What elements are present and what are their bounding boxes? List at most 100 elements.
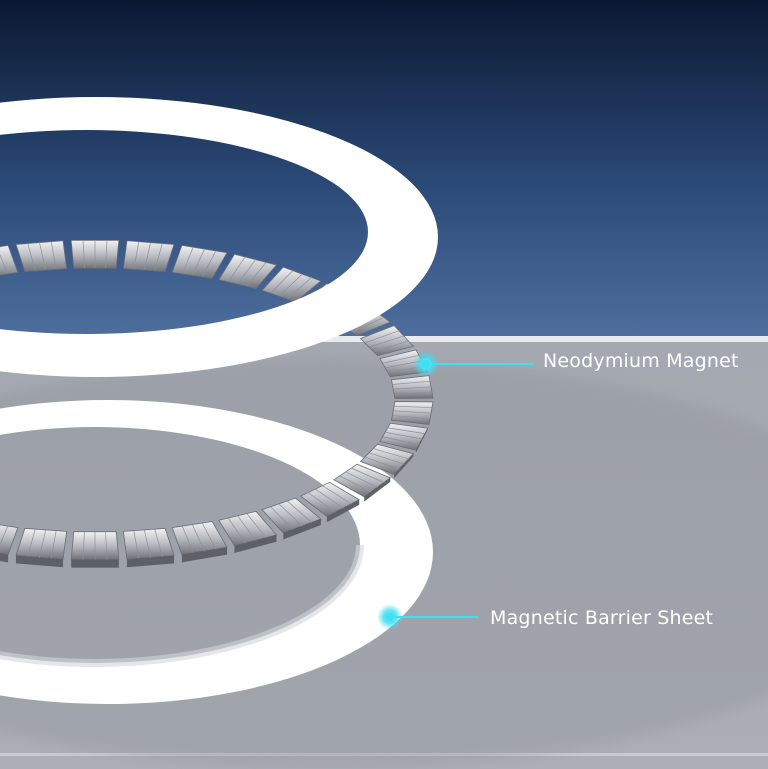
- magnetic-barrier-sheet-label: Magnetic Barrier Sheet: [490, 607, 714, 629]
- magnet-segment: [122, 240, 175, 273]
- magnet-segment: [218, 510, 278, 554]
- magnet-segment: [122, 527, 175, 568]
- magnet-segment-groove: [192, 524, 206, 552]
- magnet-segment-edge: [283, 519, 321, 540]
- magnet-segment-groove: [50, 241, 57, 270]
- magnet-segment-groove: [393, 410, 432, 414]
- magnet-segment-groove: [279, 503, 303, 527]
- magnet-segment-groove: [144, 242, 151, 270]
- barrier-callout-dot: [385, 612, 395, 622]
- magnet-segment-groove: [388, 427, 426, 435]
- magnet-segment: [391, 401, 434, 426]
- magnet-segment-groove: [154, 243, 163, 271]
- magnet-segment-groove: [340, 475, 372, 493]
- magnet-segment-groove: [39, 242, 46, 270]
- magnet-segment-groove: [246, 513, 267, 539]
- magnet-segment-groove: [322, 485, 352, 505]
- magnet-segment-groove: [279, 273, 303, 297]
- barrier-callout: [377, 604, 478, 630]
- magnet-segment-groove: [351, 316, 385, 333]
- magnet-segment-groove: [392, 380, 431, 385]
- magnet-segment-edge: [181, 547, 228, 563]
- magnet-segment: [0, 244, 19, 276]
- magnet-segment-face: [333, 463, 392, 498]
- magnet-segment-face: [122, 240, 175, 273]
- magnet-segment-groove: [385, 432, 423, 440]
- magnet-segment-groove: [202, 250, 217, 277]
- magnet-segment-groove: [192, 248, 206, 276]
- magnet-segment-groove: [105, 531, 108, 560]
- magnet-callout-dot: [421, 359, 431, 369]
- magnet-segment-groove: [50, 530, 57, 559]
- magnet-segment-groove: [394, 405, 433, 408]
- magnet-segment: [300, 481, 361, 523]
- magnet-segment: [261, 497, 322, 540]
- magnet-segment: [15, 527, 68, 568]
- magnet-segment-face: [0, 524, 19, 556]
- magnet-segment-groove: [228, 518, 246, 544]
- magnet-segment-groove: [144, 530, 151, 558]
- magnet-segment: [359, 443, 415, 479]
- magnetic-barrier-sheet: [0, 358, 768, 769]
- magnet-segment-groove: [365, 456, 400, 470]
- barrier-sheet-ring: [0, 400, 433, 704]
- magnet-segment: [391, 375, 434, 399]
- magnet-segment-face: [171, 244, 228, 279]
- magnet-segment-groove: [82, 240, 85, 269]
- magnet-callout: [413, 351, 534, 377]
- magnet-segment-groove: [237, 515, 257, 541]
- magnet-segment-groove: [345, 471, 379, 488]
- magnet-segment-face: [379, 422, 429, 451]
- magnet-segment-groove: [154, 529, 163, 557]
- magnet-segment-face: [15, 240, 68, 273]
- magnet-segment-groove: [287, 500, 313, 523]
- magnet-segment-groove: [287, 277, 313, 300]
- top-ring-body: [0, 97, 438, 377]
- magnet-segment: [171, 521, 228, 563]
- magnet-segment-groove: [308, 492, 336, 513]
- magnet-segment-edge: [234, 534, 277, 554]
- magnet-segment-groove: [382, 354, 420, 364]
- magnet-segment-groove: [182, 526, 194, 554]
- magnet-segment: [218, 253, 278, 290]
- magnet-segment-groove: [82, 531, 85, 560]
- magnet-segment-groove: [369, 452, 405, 465]
- magnet-segment-face: [15, 527, 68, 560]
- magnet-segment-groove: [27, 529, 36, 557]
- magnet-segment-groove: [373, 448, 410, 460]
- magnet-segment-groove: [270, 506, 294, 530]
- magnet-segment-groove: [392, 415, 431, 420]
- magnet-segment-groove: [182, 246, 194, 274]
- magnet-segment-groove: [365, 330, 400, 344]
- magnet-segment: [15, 240, 68, 273]
- magnet-segment: [0, 524, 19, 563]
- magnet-segment-groove: [373, 340, 410, 352]
- magnet-segment-edge: [394, 453, 414, 479]
- magnet-segment-groove: [133, 241, 140, 270]
- magnet-segment-groove: [369, 335, 405, 348]
- magnet-segment-groove: [0, 526, 8, 546]
- magnet-segment-groove: [133, 530, 140, 559]
- magnet-segment-groove: [228, 256, 246, 282]
- magnet-segment-groove: [394, 392, 433, 395]
- magnet-segment-groove: [315, 489, 344, 509]
- magnet-segment-face: [218, 253, 278, 290]
- magnet-segment-groove: [39, 530, 46, 558]
- magnet-segment-groove: [382, 436, 420, 446]
- neodymium-magnet-label: Neodymium Magnet: [543, 350, 739, 372]
- magnet-segment: [70, 531, 120, 568]
- magnet-segment: [359, 325, 415, 357]
- barrier-sheet-inner-shade: [0, 544, 364, 667]
- magnet-segment: [379, 422, 429, 453]
- top-ring: [0, 97, 438, 377]
- magnet-segment-groove: [351, 467, 385, 484]
- magnet-segment-edge: [415, 428, 428, 453]
- magnet-segment-edge: [326, 499, 360, 523]
- magnet-segment-groove: [27, 243, 36, 271]
- magnet-segment-edge: [71, 559, 119, 568]
- magnet-segment-groove: [393, 386, 432, 390]
- magnet-segment: [171, 244, 228, 279]
- magnet-segment-edge: [0, 553, 9, 563]
- magnet-segment: [70, 239, 120, 269]
